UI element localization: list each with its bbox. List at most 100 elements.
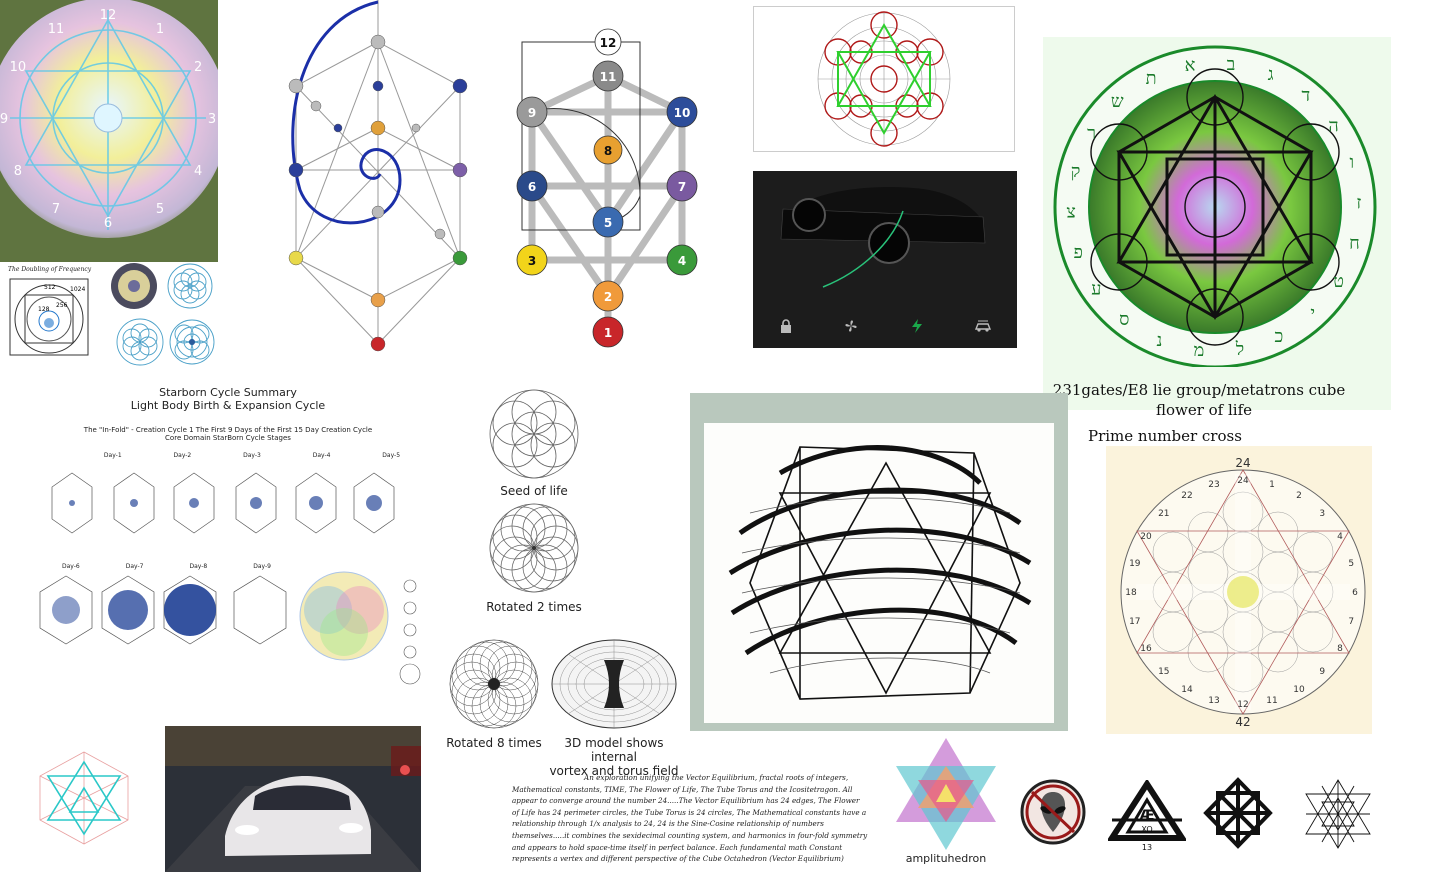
tree-of-life-diagram: 12 11 10 9 8 7 6 5 4 3 2 1 [510,26,710,352]
tree-label-7: 7 [678,180,686,194]
tree-label-1: 1 [604,326,612,340]
hebrew-letter: א [1185,55,1196,76]
tree-label-8: 8 [604,144,612,158]
no-alien-icon [1018,778,1088,846]
hebrew-letter: ג [1268,64,1274,85]
hebrew-letter: ז [1356,192,1361,213]
prime-number: 18 [1125,588,1137,598]
fan-icon[interactable] [843,318,859,334]
hebrew-letter: ע [1091,279,1101,300]
torus-cube-sketch-panel [690,393,1068,731]
hebrew-letter: ר [1087,123,1096,144]
clock-number: 10 [10,60,27,75]
starborn-subtitle: Light Body Birth & Expansion Cycle [130,399,326,412]
clock-number: 6 [104,216,112,231]
bolt-icon[interactable] [909,318,925,334]
white-car-night-photo [165,726,421,872]
hebrew-letter: י [1310,303,1315,324]
day-label: Day-5 [382,452,401,459]
prime-number: 14 [1181,685,1193,695]
emblem-letters: Æ [1139,808,1154,824]
tree-label-10: 10 [674,106,691,120]
lock-icon[interactable] [778,318,794,334]
prime-number: 10 [1293,685,1305,695]
prime-number: 2 [1296,491,1302,501]
vector-equilibrium-essay: An exploration unifying the Vector Equil… [512,772,868,865]
prime-number: 22 [1181,491,1192,501]
prime-number: 12 [1237,700,1248,710]
prime-number: 21 [1158,509,1169,519]
hebrew-letter: ט [1333,271,1344,292]
rotated-8-times-figure: Rotated 8 times [446,636,542,750]
ev-charging-panel [753,171,1017,348]
seed-of-life-figure: Seed of life [486,386,582,498]
tree-label-4: 4 [678,254,686,268]
doubling-of-frequency-diagram: The Doubling of Frequency 512 1024 256 1… [8,266,98,364]
prime-number: 7 [1348,617,1354,627]
tree-label-5: 5 [604,216,612,230]
day-label: Day-8 [189,563,208,570]
hebrew-letter: ס [1119,309,1129,330]
metatron-red-green-diagram [753,6,1015,152]
prime-number: 13 [1208,696,1219,706]
prime-number: 3 [1319,509,1325,519]
hebrew-letter: פ [1073,242,1082,263]
day-label: Day-9 [253,563,271,570]
clock-number: 1 [156,22,164,37]
hebrew-letter: צ [1066,202,1075,223]
cyan-star-tetrahedron-figure [32,748,136,848]
hebrew-letter: ש [1111,91,1124,112]
clock-number: 5 [156,202,164,217]
prime-cross-title: Prime number cross [1088,427,1242,445]
doubling-value-128: 128 [38,306,50,313]
hebrew-letter: ד [1301,85,1310,106]
hebrew-letter: נ [1156,330,1162,351]
hebrew-letter: ב [1227,54,1236,75]
model-caption-line1: 3D model shows internal [564,736,664,764]
prime-number: 16 [1140,644,1152,654]
emblem-number: 13 [1142,843,1152,852]
essay-text: An exploration unifying the Vector Equil… [512,773,868,864]
tree-label-3: 3 [528,254,536,268]
metatron-caption-line1: 231gates/E8 lie group/metatrons cube [1052,381,1346,399]
doubling-title: The Doubling of Frequency [8,266,92,273]
3d-torus-model-figure: 3D model shows internal vortex and torus… [546,636,682,778]
prime-number: 23 [1208,480,1219,490]
hebrew-letter: ק [1071,161,1081,182]
day-label: Day-7 [125,563,144,570]
seed-caption: Seed of life [500,484,568,498]
starborn-section1: The "In-Fold" - Creation Cycle 1 The Fir… [83,426,373,434]
prime-number: 24 [1237,476,1249,486]
hebrew-letter: ל [1235,339,1244,360]
prime-number: 6 [1352,588,1358,598]
prime-bottom-label: 42 [1235,715,1250,729]
prime-number: 1 [1269,480,1275,490]
golden-spiral-geometry [280,0,480,358]
clock-number: 3 [208,112,216,127]
tree-label-9: 9 [528,106,536,120]
prime-number: 5 [1348,559,1354,569]
doubling-value-1024: 1024 [70,286,85,293]
emblem-sub: XO [1141,825,1152,834]
prime-number: 20 [1140,532,1152,542]
hebrew-letter: ו [1349,152,1354,173]
clock-number: 8 [14,164,22,179]
starborn-title: Starborn Cycle Summary [159,386,297,399]
doubling-value-256: 256 [56,302,68,309]
interlocking-sigil-icon [1202,776,1274,850]
prime-number: 17 [1129,617,1140,627]
prime-number: 19 [1129,559,1141,569]
model-caption-line2: vortex and torus field [549,764,679,778]
tree-label-2: 2 [604,290,612,304]
clock-number: 12 [100,8,117,23]
rotated8-caption: Rotated 8 times [446,736,542,750]
prime-number: 4 [1337,532,1343,542]
amplituhedron-caption: amplituhedron [905,852,987,865]
car-wash-icon[interactable] [974,318,992,334]
day-label: Day-4 [312,452,331,459]
tree-label-11: 11 [600,70,617,84]
hebrew-letter: מ [1194,340,1205,361]
clock-number: 7 [52,202,60,217]
clock-number: 4 [194,164,202,179]
